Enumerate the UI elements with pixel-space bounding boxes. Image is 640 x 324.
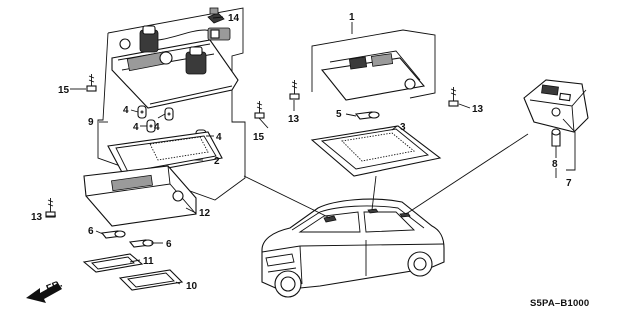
group-bracket-1 bbox=[311, 29, 436, 99]
direction-label: FR. bbox=[45, 278, 64, 294]
housing-12 bbox=[83, 165, 197, 227]
cargo-light-housing bbox=[523, 79, 589, 133]
callout-7: 7 bbox=[566, 178, 572, 189]
callout-4c: 4 bbox=[154, 122, 160, 133]
screw-13-right bbox=[448, 87, 459, 107]
lens-2 bbox=[107, 131, 223, 177]
callout-6-right: 6 bbox=[166, 239, 172, 250]
clips-4 bbox=[137, 105, 207, 141]
map-light-assembly: 14 15 15 9 4 4 4 4 2 12 13 6 6 11 10 bbox=[31, 7, 269, 292]
callout-4a: 4 bbox=[123, 105, 129, 116]
callout-5: 5 bbox=[336, 109, 342, 120]
leader-lines-left bbox=[46, 16, 269, 285]
bulb-8 bbox=[551, 128, 561, 147]
front-direction-indicator: FR. bbox=[26, 278, 64, 303]
leader-lines-mid bbox=[293, 22, 471, 131]
clip-14 bbox=[207, 7, 225, 24]
screw-13-mid bbox=[289, 80, 300, 100]
callout-15-left: 15 bbox=[58, 85, 70, 96]
room-light-assembly: 1 5 3 13 13 bbox=[288, 12, 484, 177]
lens-3 bbox=[310, 125, 442, 177]
group-bracket-9 bbox=[97, 7, 246, 201]
callout-12: 12 bbox=[199, 208, 211, 219]
front-arrow-icon bbox=[26, 283, 62, 303]
callout-1: 1 bbox=[349, 12, 355, 23]
callout-15-right: 15 bbox=[253, 132, 265, 143]
callout-11: 11 bbox=[143, 256, 154, 267]
callout-4b: 4 bbox=[133, 122, 139, 133]
cover-11 bbox=[82, 253, 144, 273]
cover-10 bbox=[118, 269, 184, 291]
screw-15-left bbox=[86, 74, 97, 92]
callout-9: 9 bbox=[88, 117, 94, 128]
bulb-5 bbox=[354, 111, 380, 120]
callout-13-left: 13 bbox=[31, 212, 43, 223]
location-leader-lines bbox=[243, 133, 529, 219]
callout-6-left: 6 bbox=[88, 226, 94, 237]
callout-13-right: 13 bbox=[472, 104, 484, 115]
callout-10: 10 bbox=[186, 281, 198, 292]
callout-14: 14 bbox=[228, 13, 240, 24]
bulbs-6 bbox=[100, 230, 154, 248]
screw-15-right bbox=[254, 101, 265, 119]
group-bracket-7 bbox=[562, 118, 576, 171]
car-body bbox=[261, 198, 445, 291]
cargo-light-assembly: 8 7 bbox=[523, 79, 589, 189]
callout-3: 3 bbox=[400, 122, 406, 133]
car-illustration bbox=[261, 198, 445, 298]
callout-2: 2 bbox=[214, 156, 220, 167]
screw-13-left bbox=[45, 198, 56, 218]
callout-8: 8 bbox=[552, 159, 558, 170]
callout-13-mid: 13 bbox=[288, 114, 300, 125]
callout-4d: 4 bbox=[216, 132, 222, 143]
diagram-code: S5PA–B1000 bbox=[530, 298, 589, 309]
